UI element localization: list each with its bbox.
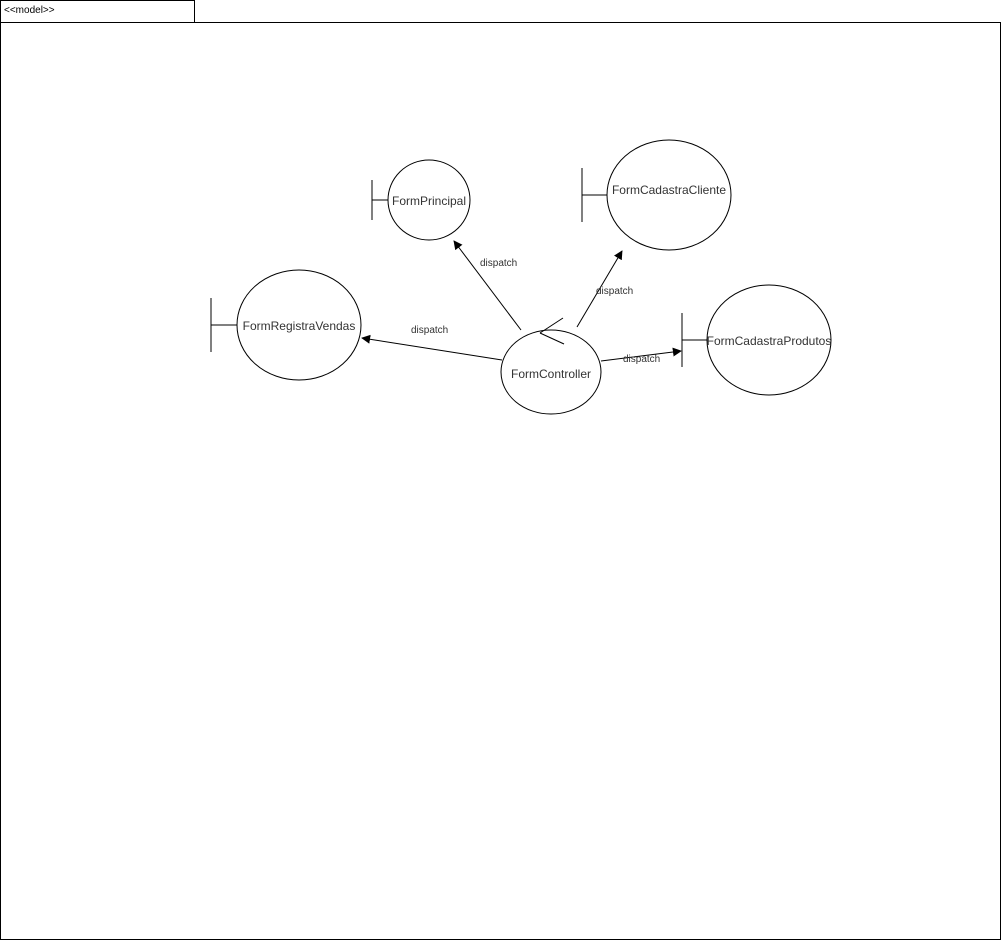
boundary-circle[interactable] (387, 159, 471, 241)
edge-to-form-registra-vendas[interactable]: dispatch (361, 325, 503, 361)
edge-to-form-cadastra-cliente[interactable]: dispatch (576, 250, 633, 328)
model-frame-border (0, 22, 1001, 940)
boundary-form-cadastra-produtos[interactable]: FormCadastraProdutos (681, 284, 832, 396)
node-label: FormCadastraCliente (612, 183, 726, 197)
node-label: FormPrincipal (392, 194, 466, 208)
boundary-circle[interactable] (236, 269, 362, 381)
edge-line[interactable] (576, 250, 623, 328)
control-circle[interactable] (500, 329, 602, 415)
control-form-controller[interactable]: FormController (500, 317, 602, 415)
boundary-form-registra-vendas[interactable]: FormRegistraVendas (210, 269, 362, 381)
edge-label-dispatch: dispatch (411, 325, 448, 336)
edge-label-dispatch: dispatch (596, 286, 633, 297)
node-label: FormCadastraProdutos (707, 334, 832, 348)
model-frame-title: <<model>> (4, 5, 55, 16)
boundary-form-cadastra-cliente[interactable]: FormCadastraCliente (581, 139, 732, 251)
control-arrow-lower (539, 332, 565, 345)
edge-line[interactable] (361, 334, 503, 361)
edge-line[interactable] (600, 347, 682, 362)
edge-label-dispatch: dispatch (623, 354, 660, 365)
node-label: FormRegistraVendas (243, 319, 356, 333)
edge-label-dispatch: dispatch (480, 258, 517, 269)
control-arrow-upper (539, 317, 564, 334)
boundary-form-principal[interactable]: FormPrincipal (371, 159, 471, 241)
edge-to-form-cadastra-produtos[interactable]: dispatch (600, 347, 682, 365)
edge-line[interactable] (453, 240, 522, 331)
node-label: FormController (511, 367, 591, 381)
boundary-circle[interactable] (606, 139, 732, 251)
edge-to-form-principal[interactable]: dispatch (453, 240, 522, 331)
model-frame-tab (0, 0, 195, 23)
